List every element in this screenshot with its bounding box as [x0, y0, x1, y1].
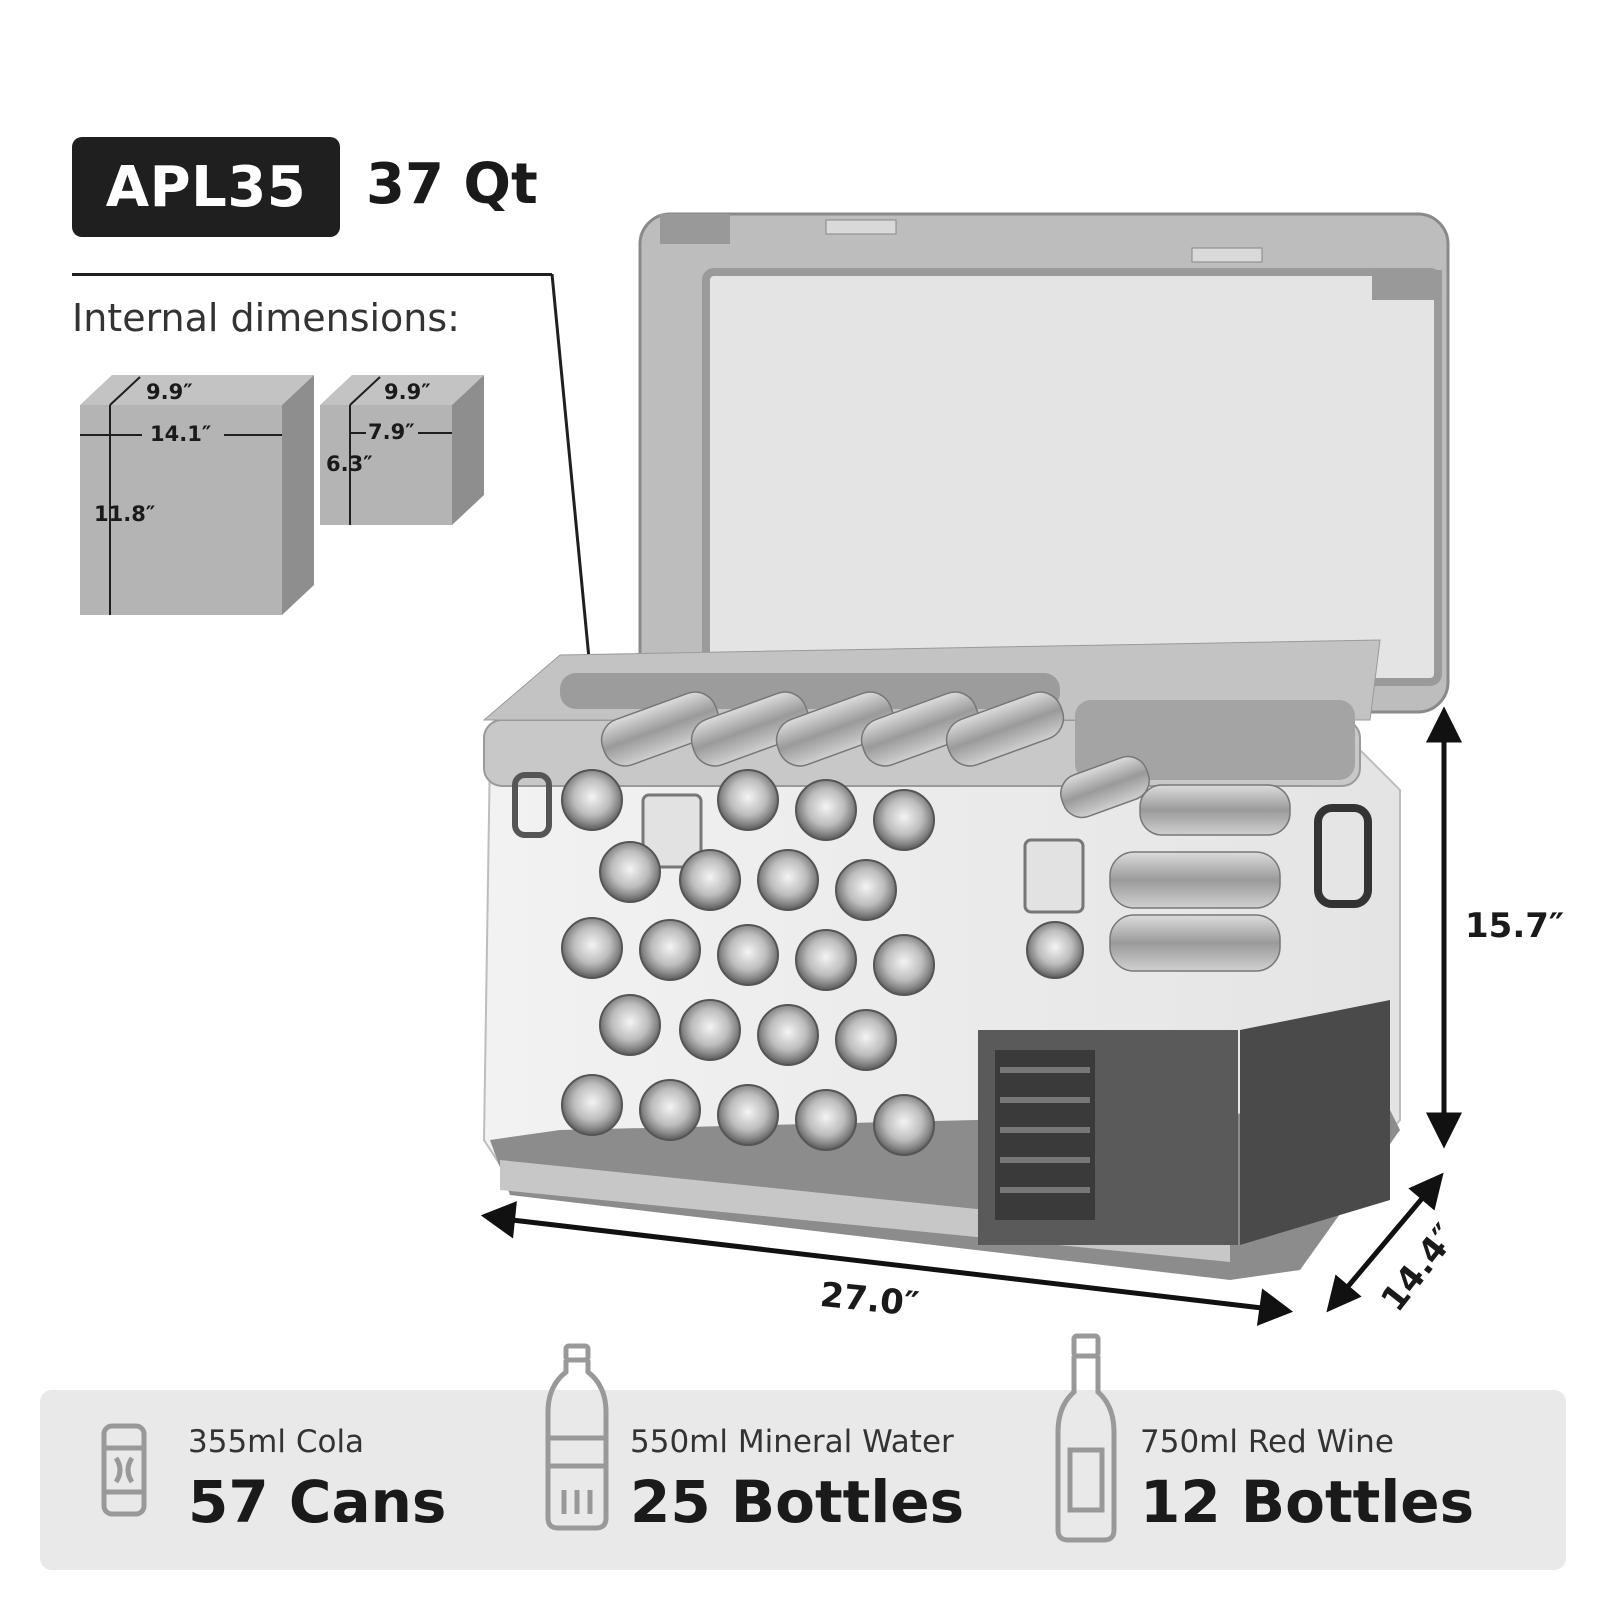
- can-ends: [561, 769, 1084, 1156]
- internal-dimensions-heading: Internal dimensions:: [72, 296, 460, 340]
- capacity-water-count: 25 Bottles: [630, 1468, 965, 1536]
- capacity-item-water: 550ml Mineral Water 25 Bottles: [530, 1343, 1050, 1570]
- model-badge: APL35: [72, 137, 340, 237]
- side-cans: [1109, 784, 1291, 972]
- small-compartment-cube: [320, 375, 484, 525]
- large-height-label: 11.8″: [94, 502, 156, 526]
- top-cans: [600, 691, 1150, 819]
- can-icon: [101, 1423, 147, 1517]
- capacity-water-name: 550ml Mineral Water: [630, 1424, 954, 1460]
- capacity-cola-name: 355ml Cola: [188, 1424, 365, 1460]
- small-width-label: 7.9″: [368, 420, 415, 444]
- leader-line: [72, 273, 552, 276]
- large-compartment-cube: [80, 375, 314, 615]
- large-depth-label: 9.9″: [146, 380, 193, 404]
- small-depth-label: 9.9″: [384, 380, 431, 404]
- cooler-lid: [638, 212, 1450, 714]
- height-arrow: [1425, 706, 1463, 1149]
- capacity-label: 37 Qt: [366, 152, 538, 217]
- capacity-wine-count: 12 Bottles: [1140, 1468, 1475, 1536]
- capacity-cola-count: 57 Cans: [188, 1468, 447, 1536]
- capacity-item-wine: 750ml Red Wine 12 Bottles: [1050, 1333, 1560, 1570]
- capacity-wine-name: 750ml Red Wine: [1140, 1424, 1394, 1460]
- water-bottle-icon: [545, 1343, 609, 1531]
- wine-bottle-icon: [1055, 1333, 1117, 1543]
- small-height-label: 6.3″: [326, 452, 373, 476]
- capacity-panel: 355ml Cola 57 Cans 550ml Mineral Water 2…: [40, 1333, 1566, 1570]
- capacity-item-cola: 355ml Cola 57 Cans: [40, 1390, 520, 1570]
- length-arrow: [480, 1201, 1294, 1326]
- depth-arrow: [1326, 1172, 1444, 1313]
- height-dimension-label: 15.7″: [1465, 906, 1565, 946]
- large-width-label: 14.1″: [150, 422, 212, 446]
- model-name: APL35: [105, 154, 307, 220]
